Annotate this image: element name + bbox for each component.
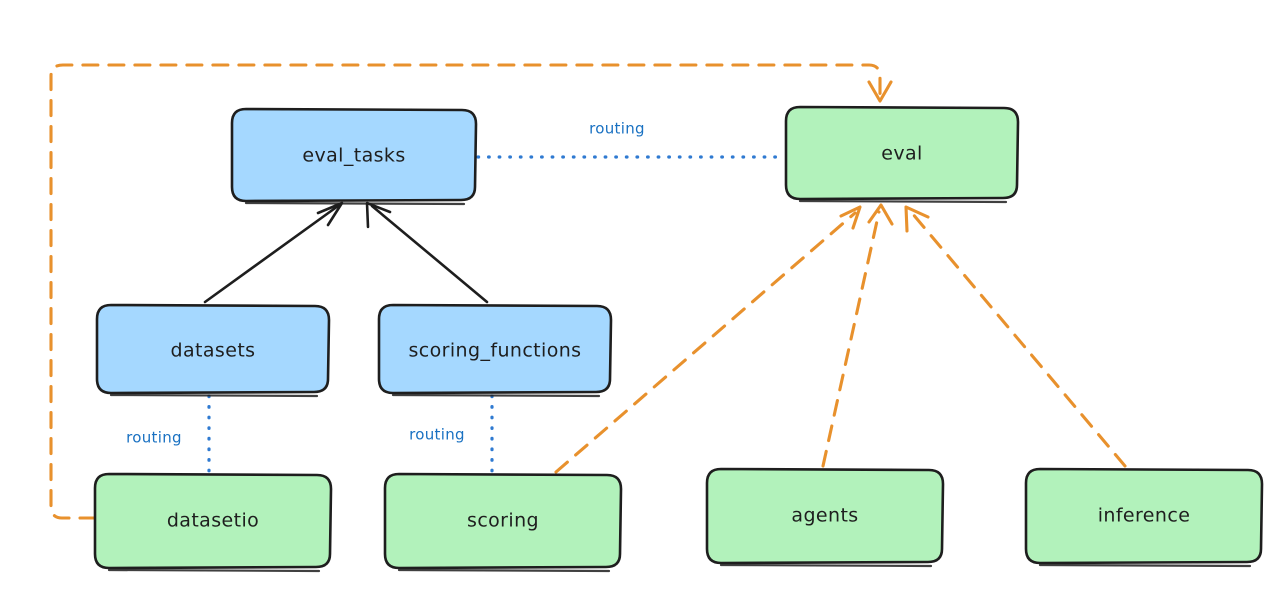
node-datasets[interactable]: datasets	[95, 303, 331, 398]
edge-agents-to-eval[interactable]	[821, 203, 894, 468]
node-datasets-label: datasets	[171, 340, 256, 362]
node-scoring_functions-box	[377, 303, 613, 395]
node-datasets-shadow	[109, 393, 319, 398]
node-scoring_functions[interactable]: scoring_functions	[377, 303, 613, 398]
dependency-edges	[49, 63, 1127, 520]
node-eval_tasks-shadow	[244, 201, 466, 206]
node-scoring-label: scoring	[467, 510, 539, 532]
node-agents-label: agents	[791, 505, 858, 527]
node-inference-shadow	[1038, 563, 1252, 568]
node-datasetio-label: datasetio	[167, 510, 259, 532]
edge-inference-to-eval[interactable]	[904, 205, 1127, 468]
edge-label-routing-datasetio: routing	[126, 429, 182, 447]
edge-label-routing-scoring: routing	[409, 426, 465, 444]
node-scoring-shadow	[397, 568, 611, 573]
routing-edges	[207, 155, 786, 474]
inheritance-edges	[203, 201, 489, 304]
node-eval-label: eval	[881, 143, 922, 165]
node-inference-box	[1024, 467, 1264, 565]
node-scoring_functions-shadow	[391, 393, 601, 398]
node-datasets-box	[95, 303, 331, 395]
node-eval_tasks-label: eval_tasks	[302, 145, 405, 167]
node-datasetio-box	[93, 472, 333, 570]
node-scoring[interactable]: scoring	[383, 472, 623, 573]
edge-scoring-to-eval[interactable]	[554, 205, 862, 474]
node-eval[interactable]: eval	[784, 105, 1020, 204]
node-inference[interactable]: inference	[1024, 467, 1264, 568]
node-eval-box	[784, 105, 1020, 201]
node-scoring-box	[383, 472, 623, 570]
edge-datasetio-to-eval[interactable]	[49, 63, 893, 520]
edge-labels: routing routing routing	[126, 120, 645, 447]
node-eval-shadow	[798, 199, 1008, 204]
node-eval_tasks-box	[230, 107, 478, 203]
node-agents[interactable]: agents	[705, 467, 945, 568]
node-datasetio-shadow	[107, 568, 321, 573]
node-datasetio[interactable]: datasetio	[93, 472, 333, 573]
node-scoring_functions-label: scoring_functions	[409, 340, 582, 362]
node-inference-label: inference	[1098, 505, 1191, 527]
node-eval_tasks[interactable]: eval_tasks	[230, 107, 478, 206]
node-agents-box	[705, 467, 945, 565]
node-agents-shadow	[719, 563, 933, 568]
edge-label-routing-eval: routing	[589, 120, 645, 138]
edge-scoring_functions-to-eval_tasks[interactable]	[365, 201, 489, 304]
edge-datasets-to-eval_tasks[interactable]	[203, 201, 344, 304]
